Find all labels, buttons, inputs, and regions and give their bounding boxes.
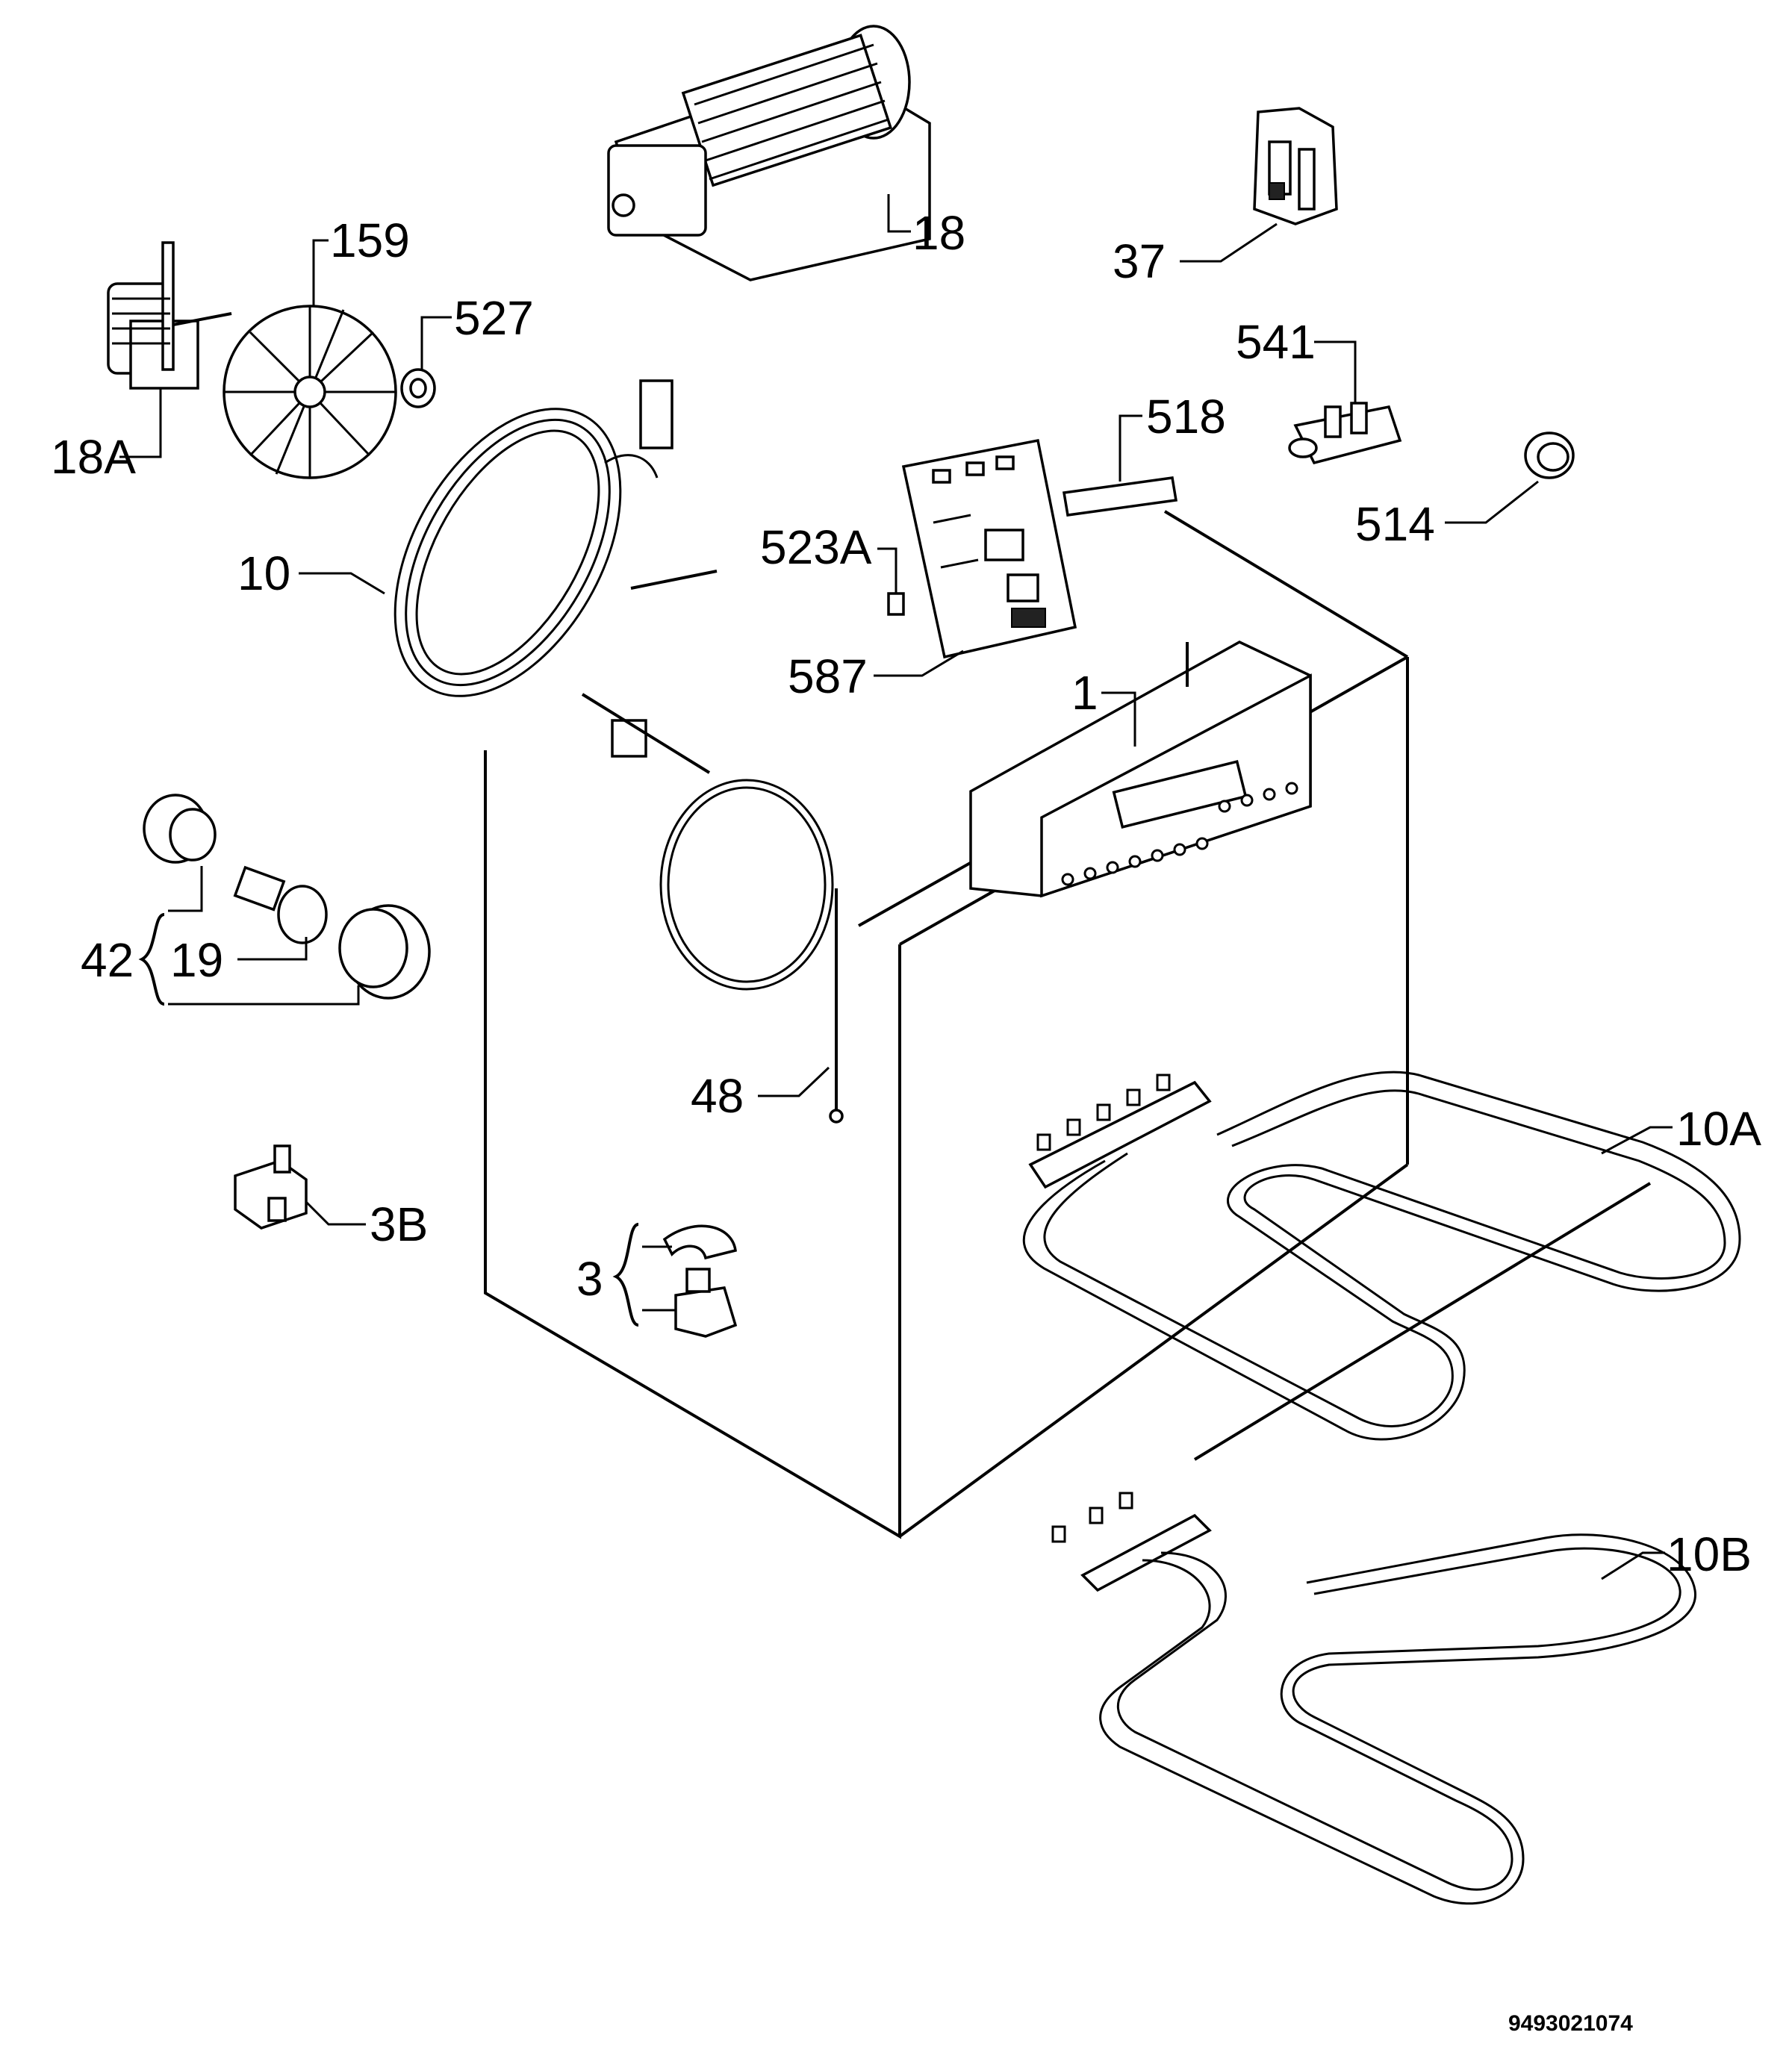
- oven-cabinet: [484, 510, 1409, 1539]
- label-19: 19: [170, 933, 223, 987]
- leader-37: [1180, 222, 1278, 263]
- brace-3: [612, 1223, 639, 1327]
- leader-541: [1314, 340, 1357, 403]
- leader-10b: [1601, 1551, 1665, 1580]
- leader-3b: [305, 1200, 366, 1226]
- control-pcb-part: [901, 438, 1077, 659]
- drawing-number: 9493021074: [1508, 2011, 1633, 2036]
- label-10b: 10B: [1667, 1527, 1752, 1581]
- temperature-probe-part: [581, 693, 844, 1124]
- label-37: 37: [1113, 234, 1166, 288]
- safety-thermostat-part: [662, 1224, 738, 1338]
- leader-514: [1445, 480, 1539, 524]
- grill-element-top-part: [1022, 1071, 1741, 1461]
- leader-587: [874, 649, 964, 677]
- label-527: 527: [454, 291, 534, 345]
- lamp-cover-part: [338, 904, 431, 1000]
- connector-part: [1288, 402, 1402, 465]
- leader-10: [299, 572, 385, 595]
- label-518: 518: [1146, 390, 1226, 443]
- lamp-bulb-part: [233, 865, 328, 944]
- leader-19: [237, 937, 308, 961]
- label-1: 1: [1071, 666, 1098, 720]
- leader-48: [758, 1066, 830, 1097]
- fan-blade-part: [223, 305, 397, 479]
- circular-heater-part: [393, 379, 673, 697]
- fan-motor-part: [107, 241, 232, 390]
- label-10: 10: [237, 546, 290, 600]
- leader-42-holder: [168, 866, 203, 912]
- leader-10a: [1601, 1126, 1673, 1155]
- label-18a: 18A: [51, 430, 136, 484]
- thermostat-part: [234, 1144, 308, 1230]
- leader-1: [1101, 691, 1136, 747]
- lamp-holder-part: [143, 794, 217, 864]
- switch-part: [1253, 107, 1338, 225]
- label-514: 514: [1355, 497, 1435, 551]
- leader-159: [312, 239, 329, 306]
- grommet-part: [1524, 432, 1575, 479]
- label-523a: 523A: [760, 520, 872, 574]
- leader-527: [420, 316, 452, 370]
- label-10a: 10A: [1676, 1102, 1761, 1156]
- control-panel-part: [969, 641, 1312, 898]
- leader-18: [887, 202, 911, 233]
- label-48: 48: [691, 1069, 744, 1123]
- leader-18a: [119, 388, 162, 458]
- label-541: 541: [1236, 315, 1316, 369]
- bottom-heater-part: [1051, 1492, 1696, 1905]
- leader-42-cover: [168, 985, 360, 1006]
- leader-523a: [877, 547, 897, 590]
- label-3: 3: [576, 1252, 603, 1306]
- label-3b: 3B: [370, 1197, 428, 1251]
- label-587: 587: [788, 649, 868, 703]
- brace-42: [138, 913, 165, 1006]
- tangential-fan-part: [607, 25, 931, 281]
- label-159: 159: [330, 214, 410, 267]
- nut-part: [400, 368, 436, 408]
- leader-518: [1119, 414, 1142, 482]
- label-18: 18: [912, 206, 965, 260]
- label-42: 42: [81, 933, 134, 987]
